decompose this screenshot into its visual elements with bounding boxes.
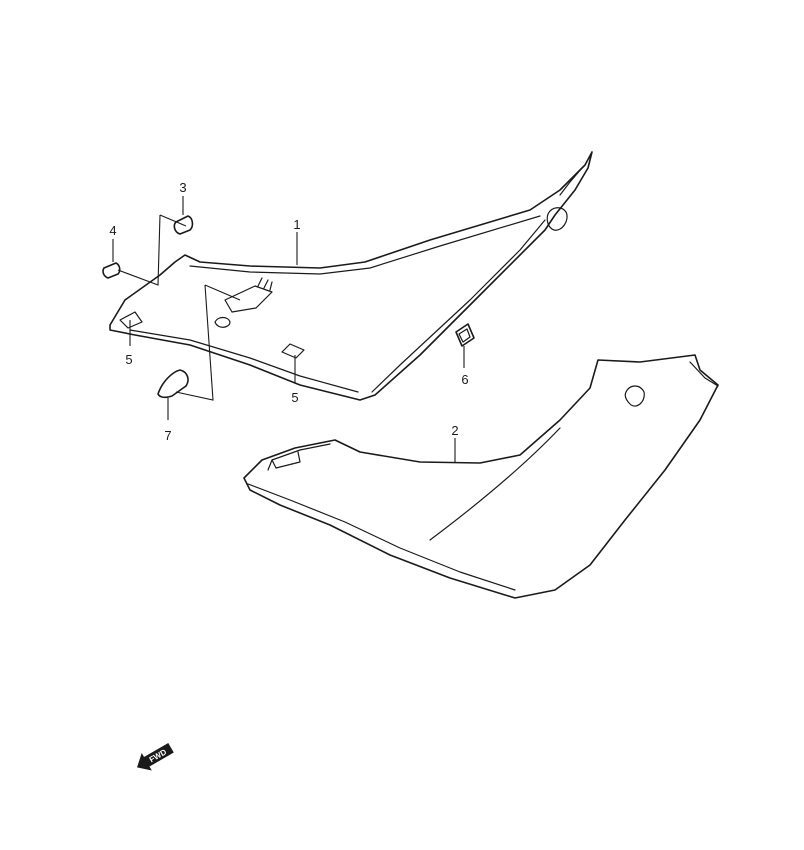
frame-cover-lower	[243, 354, 719, 599]
callout-5a: 5	[125, 352, 132, 367]
callout-5b: 5	[291, 390, 298, 405]
fwd-arrow-icon: FWD	[137, 742, 174, 771]
callout-1: 1	[293, 217, 300, 232]
clip-part-6	[455, 323, 475, 347]
trim-part-7	[157, 369, 189, 399]
callout-2: 2	[451, 423, 458, 438]
callout-7: 7	[164, 428, 171, 443]
frame-cover-upper	[109, 151, 593, 401]
callout-6: 6	[461, 372, 468, 387]
callout-3: 3	[179, 180, 186, 195]
callout-4: 4	[109, 223, 116, 238]
leader-lines	[112, 196, 465, 463]
grommet-part-4	[102, 262, 121, 279]
